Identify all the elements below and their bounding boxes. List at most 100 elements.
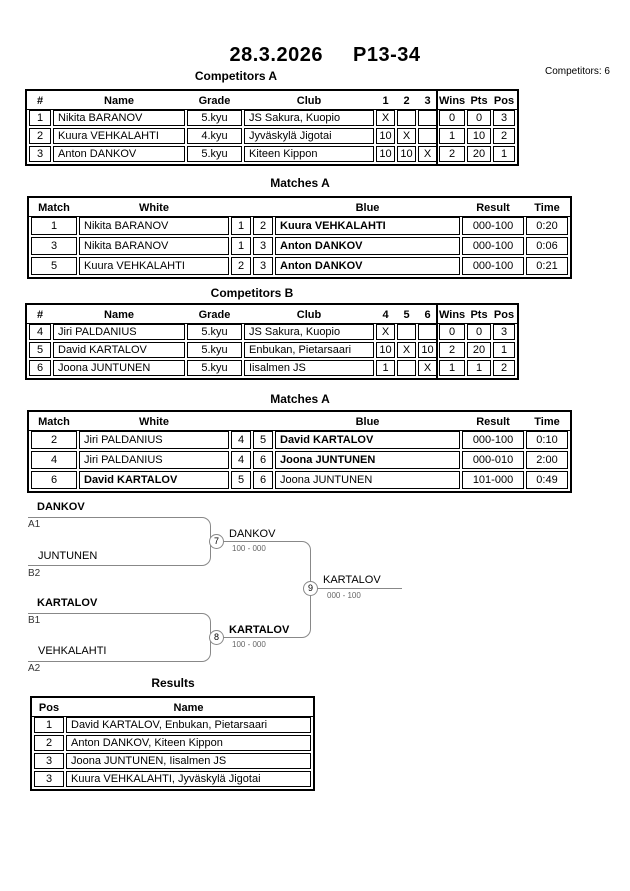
cell-num: 1 [29, 110, 51, 126]
col-wnum [231, 200, 251, 215]
match-number-badge: 8 [209, 630, 224, 645]
bracket-final-line [317, 588, 402, 589]
cell-result: 101-000 [462, 471, 524, 489]
col-club: Club [296, 308, 322, 321]
bracket-score: 100 - 000 [232, 544, 266, 553]
competitors-b-title: Competitors B [210, 286, 294, 300]
match-number-badge: 9 [303, 581, 318, 596]
cell-grade: 5.kyu [187, 146, 242, 162]
cell-s1: X [376, 110, 395, 126]
cell-bnum: 5 [253, 431, 273, 449]
col-result: Result [476, 415, 510, 428]
bracket-connector [216, 541, 311, 589]
cell-wins: 2 [439, 146, 465, 162]
header-row: Match White Blue Result Time [31, 414, 568, 429]
cell-s3 [418, 128, 437, 144]
col-result: Result [476, 201, 510, 214]
cell-wins: 2 [439, 342, 465, 358]
col-wnum [231, 414, 251, 429]
col-pts: Pts [470, 94, 488, 107]
cell-pos: 3 [493, 324, 515, 340]
cell-grade: 4.kyu [187, 128, 242, 144]
competitors-count: Competitors: 6 [544, 66, 610, 77]
table-row: 5 Kuura VEHKALAHTI 2 3 Anton DANKOV 000-… [31, 257, 568, 275]
cell-s1: 10 [376, 146, 395, 162]
cell-s1: 10 [376, 128, 395, 144]
cell-name: Nikita BARANOV [53, 110, 185, 126]
results-title: Results [151, 676, 195, 690]
table-row: 3 Kuura VEHKALAHTI, Jyväskylä Jigotai [34, 771, 311, 787]
cell-pos: 1 [34, 717, 64, 733]
cell-s1: 10 [376, 342, 395, 358]
wins-divider [436, 305, 438, 378]
col-num: # [36, 308, 44, 321]
cell-time: 0:06 [526, 237, 568, 255]
cell-match: 2 [31, 431, 77, 449]
table-row: 1 Nikita BARANOV 5.kyu JS Sakura, Kuopio… [29, 110, 515, 126]
cell-wins: 0 [439, 110, 465, 126]
cell-white: Nikita BARANOV [79, 217, 229, 235]
cell-pts: 20 [467, 146, 491, 162]
cell-grade: 5.kyu [187, 342, 242, 358]
col-1: 1 [382, 94, 389, 107]
cell-num: 4 [29, 324, 51, 340]
cell-match: 3 [31, 237, 77, 255]
cell-match: 6 [31, 471, 77, 489]
table-row: 5 David KARTALOV 5.kyu Enbukan, Pietarsa… [29, 342, 515, 358]
cell-pts: 20 [467, 342, 491, 358]
cell-pos: 2 [493, 128, 515, 144]
cell-white: Kuura VEHKALAHTI [79, 257, 229, 275]
match-number-badge: 7 [209, 534, 224, 549]
cell-s2 [397, 110, 416, 126]
cell-name: Anton DANKOV, Kiteen Kippon [66, 735, 311, 751]
cell-time: 0:49 [526, 471, 568, 489]
cell-s3 [418, 324, 437, 340]
bracket-seed: A2 [28, 663, 41, 674]
cell-bnum: 6 [253, 471, 273, 489]
bracket-slot-name: DANKOV [37, 501, 85, 513]
competitors-b-table: # Name Grade Club 4 5 6 Wins Pts Pos 4 J… [25, 303, 519, 380]
bracket-score: 000 - 100 [327, 591, 361, 600]
cell-blue: Kuura VEHKALAHTI [275, 217, 460, 235]
cell-s2 [397, 360, 416, 376]
cell-result: 000-100 [462, 237, 524, 255]
col-pos: Pos [493, 94, 515, 107]
cell-s1: 1 [376, 360, 395, 376]
cell-wnum: 1 [231, 237, 251, 255]
header-row: Pos Name [34, 700, 311, 715]
cell-club: JS Sakura, Kuopio [244, 110, 374, 126]
cell-wnum: 4 [231, 431, 251, 449]
bracket-score: 100 - 000 [232, 640, 266, 649]
cell-wins: 0 [439, 324, 465, 340]
header-divider [27, 323, 517, 324]
bracket-seed: B2 [28, 568, 41, 579]
cell-match: 1 [31, 217, 77, 235]
cell-wins: 1 [439, 360, 465, 376]
cell-pts: 0 [467, 324, 491, 340]
results-table: Pos Name 1 David KARTALOV, Enbukan, Piet… [30, 696, 315, 791]
cell-pos: 3 [493, 110, 515, 126]
cell-pts: 1 [467, 360, 491, 376]
bracket-champion-name: KARTALOV [323, 574, 381, 586]
cell-s2: X [397, 128, 416, 144]
header-divider [27, 109, 517, 110]
cell-grade: 5.kyu [187, 360, 242, 376]
cell-blue: Joona JUNTUNEN [275, 471, 460, 489]
col-pts: Pts [470, 308, 488, 321]
cell-wins: 1 [439, 128, 465, 144]
cell-name: Joona JUNTUNEN, Iisalmen JS [66, 753, 311, 769]
cell-result: 000-100 [462, 217, 524, 235]
table-row: 2 Anton DANKOV, Kiteen Kippon [34, 735, 311, 751]
col-bnum [253, 200, 273, 215]
cell-s3: X [418, 360, 437, 376]
competitors-a-title: Competitors A [194, 69, 278, 83]
bracket-seed: A1 [28, 519, 41, 530]
wins-divider [436, 91, 438, 164]
cell-blue: Joona JUNTUNEN [275, 451, 460, 469]
col-name: Name [104, 94, 134, 107]
header-row: # Name Grade Club 1 2 3 Wins Pts Pos [29, 93, 515, 108]
cell-match: 4 [31, 451, 77, 469]
col-6: 6 [424, 308, 431, 321]
col-grade: Grade [198, 308, 231, 321]
